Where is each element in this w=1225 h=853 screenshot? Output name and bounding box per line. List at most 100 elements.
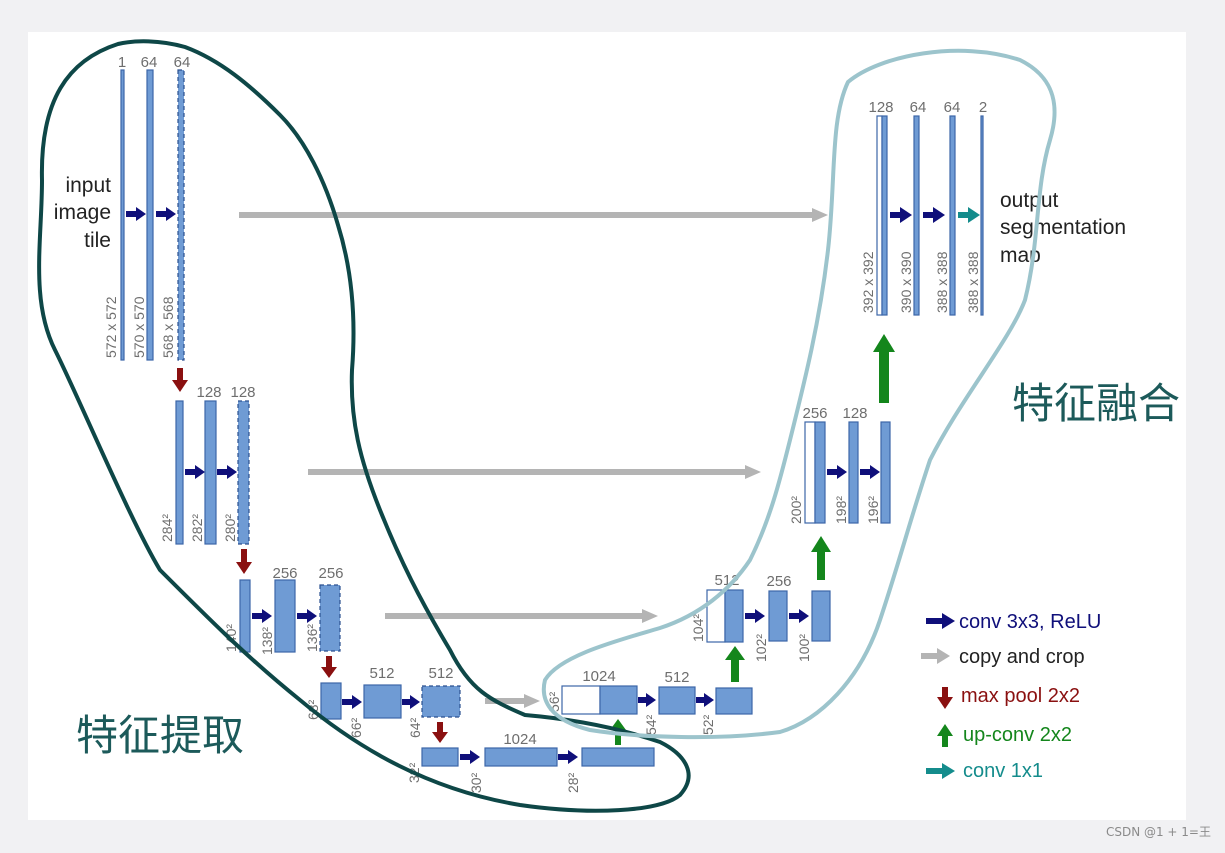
conv-arrow [126, 207, 146, 221]
channel-label: 1024 [503, 731, 536, 748]
channel-label: 512 [369, 665, 394, 682]
legend-c11-arrow [926, 763, 955, 779]
block-l1-conv1 [146, 69, 154, 361]
conv-arrow [789, 609, 809, 623]
block-l1-conv2 [177, 69, 185, 361]
channel-label: 64 [944, 99, 961, 116]
block-d4-conv2 [715, 687, 753, 715]
copy-arrowhead-l2 [745, 465, 761, 479]
maxpool-arrows [172, 368, 448, 743]
block-l4-conv1 [363, 684, 402, 719]
legend-copy-arrow [921, 648, 950, 664]
block-l2-conv2 [237, 400, 250, 545]
block-d2-copy [804, 421, 816, 524]
legend: conv 3x3, ReLU copy and crop max pool 2x… [921, 611, 1101, 782]
size-label: 568 x 568 [160, 296, 176, 358]
block-l2-pool [175, 400, 184, 545]
size-label: 282² [189, 514, 205, 542]
conv1x1-arrow [958, 207, 980, 223]
legend-up-arrow [937, 724, 953, 747]
decoder-outline [541, 48, 1057, 740]
size-label: 102² [753, 634, 769, 662]
conv-arrow [638, 693, 656, 707]
size-label: 104² [690, 614, 706, 642]
maxpool-arrow [432, 722, 448, 743]
channel-label: 256 [802, 405, 827, 422]
channel-label: 512 [428, 665, 453, 682]
legend-conv-label: conv 3x3, ReLU [959, 611, 1101, 633]
channel-label: 64 [174, 54, 191, 71]
channel-label: 64 [910, 99, 927, 116]
size-label: 388 x 388 [965, 251, 981, 313]
block-d2-conv1 [848, 421, 859, 524]
input-label-line: input [65, 174, 111, 197]
size-label: 100² [796, 634, 812, 662]
block-d1-conv1 [913, 115, 920, 316]
copy-arrowhead-l3 [642, 609, 658, 623]
output-label-line: segmentation [1000, 216, 1126, 239]
size-label: 198² [833, 496, 849, 524]
annotation-feature-fusion: 特征融合 [1012, 379, 1180, 428]
channel-label: 128 [842, 405, 867, 422]
conv-arrows [126, 207, 945, 764]
conv-arrow [890, 207, 912, 223]
channel-label: 256 [272, 565, 297, 582]
size-label: 28² [565, 772, 581, 793]
size-label: 280² [222, 514, 238, 542]
block-d4-copy [561, 685, 601, 715]
channel-label: 1024 [582, 668, 615, 685]
block-d1-conv2 [949, 115, 956, 316]
channel-labels: 1 64 64 128 128 256 256 512 512 1024 102… [118, 54, 987, 748]
block-l5-conv1 [484, 747, 558, 767]
conv-arrow [156, 207, 176, 221]
encoder-outline [37, 39, 691, 813]
size-label: 196² [865, 496, 881, 524]
block-l3-conv2 [319, 584, 341, 652]
channel-label: 512 [664, 669, 689, 686]
copy-arrowhead-l4 [524, 694, 540, 708]
size-label: 66² [348, 717, 364, 738]
size-label: 388 x 388 [934, 251, 950, 313]
input-label: input image tile [54, 174, 111, 252]
channel-label: 1 [118, 54, 126, 71]
conv-arrow [860, 465, 880, 479]
block-d1-up [881, 115, 888, 316]
size-label: 54² [643, 714, 659, 735]
size-label: 284² [159, 514, 175, 542]
conv-arrow [217, 465, 237, 479]
conv-arrow [185, 465, 205, 479]
copy-arrowhead-l1 [812, 208, 828, 222]
upconv-arrow [811, 536, 831, 580]
block-d3-conv2 [811, 590, 831, 642]
conv-arrow [923, 207, 945, 223]
size-label: 570 x 570 [131, 296, 147, 358]
maxpool-arrow [321, 656, 337, 678]
channel-label: 128 [230, 384, 255, 401]
watermark: CSDN @1 + 1=王 [1105, 825, 1211, 839]
size-label: 392 x 392 [860, 251, 876, 313]
legend-c11-label: conv 1x1 [963, 760, 1043, 782]
block-l1-input [120, 69, 125, 361]
legend-copy-label: copy and crop [959, 646, 1085, 668]
block-d2-conv2 [880, 421, 891, 524]
conv-arrow [827, 465, 847, 479]
channel-label: 2 [979, 99, 987, 116]
upconv-arrow [725, 646, 745, 682]
channel-label: 256 [766, 573, 791, 590]
annotation-feature-extraction: 特征提取 [76, 711, 244, 760]
output-label-line: output [1000, 189, 1059, 212]
size-label: 52² [700, 714, 716, 735]
block-d3-up [724, 589, 744, 643]
conv-arrow [342, 695, 362, 709]
legend-pool-label: max pool 2x2 [961, 685, 1080, 707]
size-label: 138² [259, 627, 275, 655]
block-d2-up [814, 421, 826, 524]
size-label: 572 x 572 [103, 296, 119, 358]
conv-arrow [297, 609, 317, 623]
legend-up-label: up-conv 2x2 [963, 724, 1072, 746]
conv-arrow [252, 609, 272, 623]
legend-pool-arrow [937, 687, 953, 709]
size-label: 390 x 390 [898, 251, 914, 313]
input-label-line: image [54, 201, 111, 224]
